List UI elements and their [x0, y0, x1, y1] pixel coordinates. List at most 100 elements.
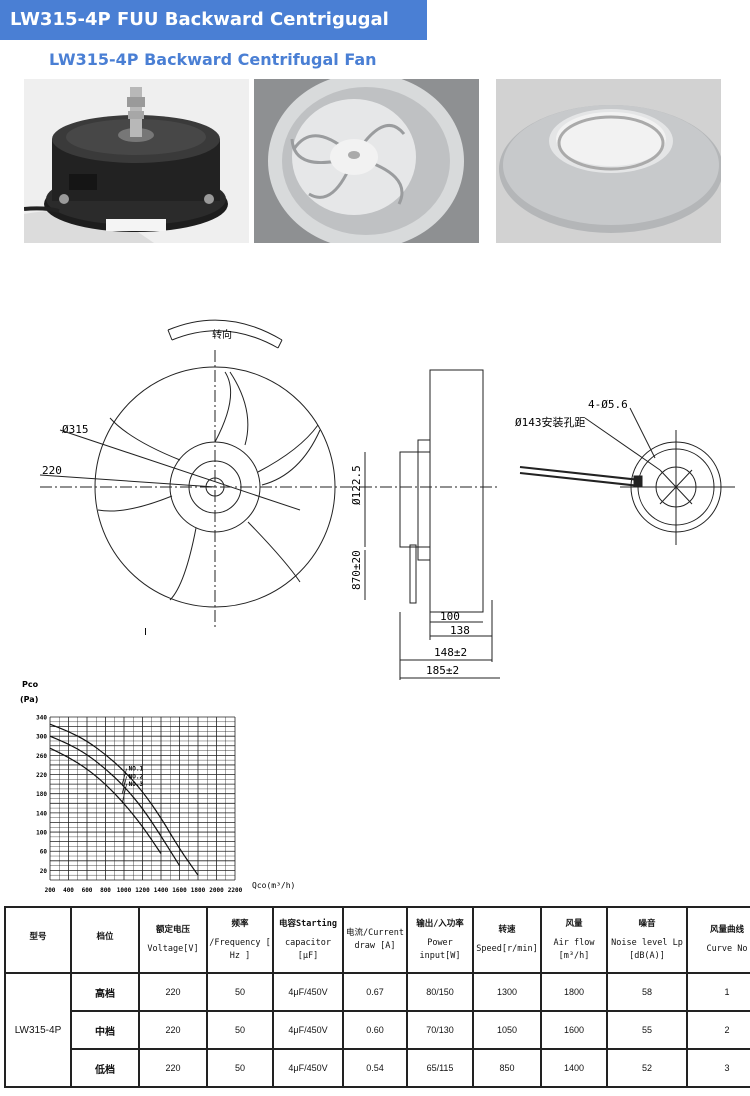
header-current: 电流/Current draw [A]: [342, 906, 408, 974]
airflow-cell: 1800: [540, 972, 608, 1012]
frequency-cell: 50: [206, 972, 274, 1012]
frequency-cell: 50: [206, 1048, 274, 1088]
product-subtitle: LW315-4P Backward Centrifugal Fan: [49, 50, 377, 69]
motor-photo: [24, 79, 249, 243]
dim-hole-spacing: Ø143安装孔距: [515, 415, 586, 429]
voltage-cell: 220: [138, 1048, 208, 1088]
curve-no-cell: 1: [686, 972, 750, 1012]
x-tick-label: 1200: [135, 887, 150, 894]
x-axis-label: Qco(m³/h): [252, 881, 295, 890]
curve-no3: [49, 747, 162, 854]
x-tick-label: 400: [63, 887, 74, 894]
curve-leader: [121, 768, 127, 785]
dim-185: 185±2: [426, 664, 459, 677]
dim-holes: 4-Ø5.6: [588, 398, 628, 411]
gear-cell: 中档: [70, 1010, 140, 1050]
header-frequency: 频率/Frequency [ Hz ]: [206, 906, 274, 974]
voltage-cell: 220: [138, 1010, 208, 1050]
x-tick-label: 800: [100, 887, 111, 894]
speed-cell: 850: [472, 1048, 542, 1088]
x-tick-label: 600: [82, 887, 93, 894]
dim-122-5: Ø122.5: [350, 465, 363, 505]
current-cell: 0.67: [342, 972, 408, 1012]
table-row: 中档 220 50 4μF/450V 0.60 70/130 1050 1600…: [5, 1010, 750, 1050]
header-gear: 档位: [70, 906, 140, 974]
x-tick-label: 1400: [154, 887, 169, 894]
dim-100: 100: [440, 610, 460, 623]
header-model: 型号: [4, 906, 72, 974]
mark-i: I: [144, 627, 147, 638]
curve-no-cell: 2: [686, 1010, 750, 1050]
technical-drawing: 转向 Ø315 220 Ø122.5 870±20 100 138 148±2 …: [39, 319, 735, 680]
dim-870: 870±20: [350, 550, 363, 590]
rotation-label: 转向: [212, 328, 232, 341]
dim-diameter: Ø315: [62, 423, 89, 436]
x-tick-label: 1800: [191, 887, 206, 894]
speed-cell: 1300: [472, 972, 542, 1012]
curve-leader: [121, 776, 127, 794]
curve-label: NO.2: [129, 773, 144, 780]
speed-cell: 1050: [472, 1010, 542, 1050]
capacitor-cell: 4μF/450V: [272, 1010, 344, 1050]
banner-title: LW315-4P FUU Backward Centrigugal Fan: [0, 0, 427, 70]
table-row: LW315-4P 高档 220 50 4μF/450V 0.67 80/150 …: [4, 972, 750, 1088]
voltage-cell: 220: [138, 972, 208, 1012]
curve-no-cell: 3: [686, 1048, 750, 1088]
y-label-top: Pco: [22, 680, 39, 689]
current-cell: 0.54: [342, 1048, 408, 1088]
y-tick-label: 300: [36, 734, 47, 741]
dim-148: 148±2: [434, 646, 467, 659]
power-cell: 65/115: [406, 1048, 474, 1088]
table-row: 低档 220 50 4μF/450V 0.54 65/115 850 1400 …: [5, 1048, 750, 1088]
y-label-unit: (Pa): [20, 695, 38, 704]
y-tick-label: 220: [36, 772, 47, 779]
impeller-photo: [254, 79, 479, 243]
airflow-cell: 1600: [540, 1010, 608, 1050]
y-tick-label: 60: [40, 849, 48, 856]
y-tick-label: 340: [36, 715, 47, 722]
x-tick-label: 1000: [117, 887, 132, 894]
airflow-cell: 1400: [540, 1048, 608, 1088]
capacitor-cell: 4μF/450V: [272, 1048, 344, 1088]
curve-leader: [121, 783, 127, 804]
noise-cell: 58: [606, 972, 688, 1012]
y-axis-ticks: 340 300 260 220 180 140 100 60 20: [36, 715, 47, 875]
y-tick-label: 180: [36, 791, 47, 798]
capacitor-cell: 4μF/450V: [272, 972, 344, 1012]
y-tick-label: 20: [40, 868, 48, 875]
curve-no2: [49, 735, 181, 866]
power-cell: 70/130: [406, 1010, 474, 1050]
x-tick-label: 1600: [172, 887, 187, 894]
noise-cell: 55: [606, 1010, 688, 1050]
inlet-ring-photo: [496, 79, 721, 243]
frequency-cell: 50: [206, 1010, 274, 1050]
chart-curves: NO.1NO.2NO.3: [49, 723, 199, 876]
y-tick-label: 100: [36, 830, 47, 837]
y-tick-label: 260: [36, 753, 47, 760]
gear-cell: 高档: [70, 972, 140, 1012]
performance-curve-chart: Pco (Pa) 340 300 260 220 180 140 100 60 20 200 40…: [20, 680, 295, 894]
current-cell: 0.60: [342, 1010, 408, 1050]
noise-cell: 52: [606, 1048, 688, 1088]
x-tick-label: 2200: [228, 887, 243, 894]
chart-grid: [49, 716, 236, 881]
curve-no1: [49, 723, 199, 876]
x-tick-label: 2000: [209, 887, 224, 894]
dim-220: 220: [42, 464, 62, 477]
curve-label: NO.3: [129, 781, 144, 788]
y-tick-label: 140: [36, 810, 47, 817]
power-cell: 80/150: [406, 972, 474, 1012]
x-tick-label: 200: [45, 887, 56, 894]
rotation-arrow: [167, 319, 283, 341]
model-cell: LW315-4P: [4, 972, 72, 1088]
curve-label: NO.1: [129, 766, 144, 773]
